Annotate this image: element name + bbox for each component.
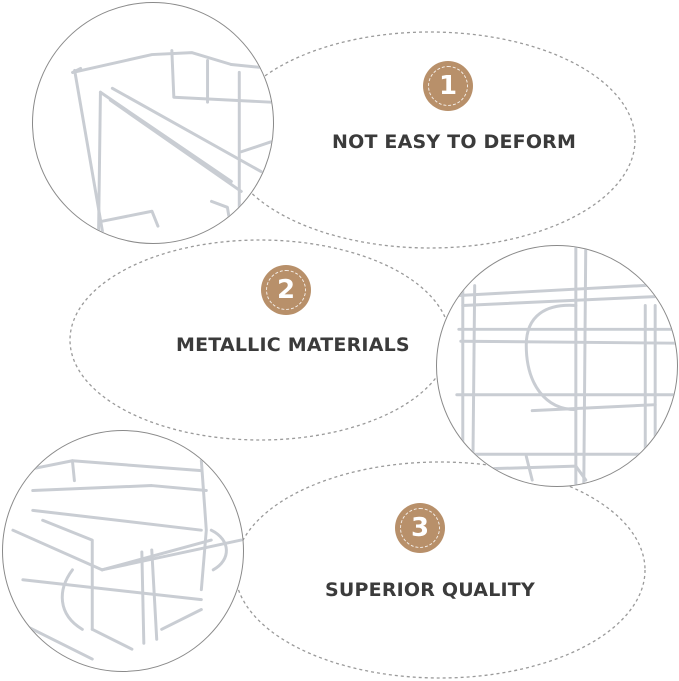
step-2-number: 2 [276, 275, 296, 305]
step-1-badge: 1 [423, 61, 473, 111]
product-detail-photo-2 [436, 245, 678, 487]
dashed-oval-1 [224, 31, 636, 249]
step-2-badge: 2 [261, 265, 311, 315]
step-1-number: 1 [438, 71, 458, 101]
step-3-number: 3 [410, 513, 430, 543]
dashed-oval-3 [234, 461, 646, 679]
product-detail-photo-3 [2, 430, 244, 672]
feature-label-3: SUPERIOR QUALITY [325, 579, 535, 601]
feature-label-2: METALLIC MATERIALS [176, 334, 410, 356]
feature-label-1: NOT EASY TO DEFORM [332, 131, 577, 153]
product-detail-photo-1 [32, 2, 274, 244]
step-3-badge: 3 [395, 503, 445, 553]
